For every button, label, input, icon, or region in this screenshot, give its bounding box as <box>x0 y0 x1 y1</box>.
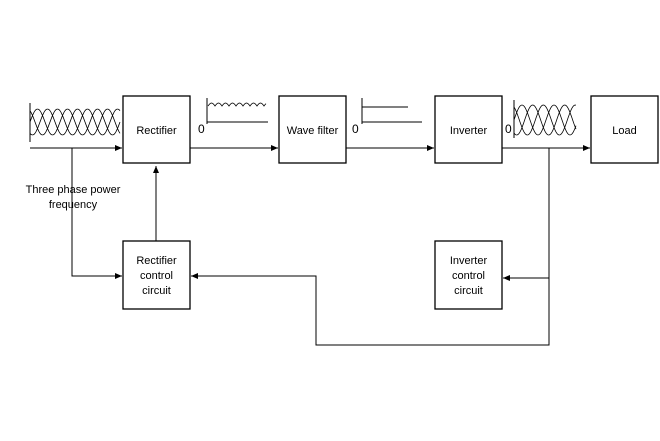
load-label: Load <box>612 125 636 137</box>
inverter-block: Inverter <box>434 95 503 164</box>
rectifier-control-block: Rectifier control circuit <box>122 240 191 310</box>
rectifier-label: Rectifier <box>136 125 177 137</box>
input-wave-phase-b <box>29 108 121 136</box>
source-label-line-1: Three phase power <box>26 184 121 196</box>
wave-filter-block: Wave filter <box>278 95 347 164</box>
output-wave-phase-b <box>513 104 577 136</box>
inverter-control-label-line-1: Inverter <box>450 255 488 267</box>
output-feedback-to-rectifier-control-arrow <box>191 148 550 346</box>
three-phase-input-waveform <box>29 103 121 142</box>
rectified-ripple-line <box>207 102 267 107</box>
output-wave-phase-c <box>513 104 577 136</box>
inverter-label: Inverter <box>450 125 488 137</box>
rectifier-control-label-line-2: control <box>140 270 173 282</box>
source-label-line-2: frequency <box>49 199 98 211</box>
inverter-control-label-line-2: control <box>452 270 485 282</box>
output-wave-phase-a <box>513 104 577 136</box>
inverter-control-block: Inverter control circuit <box>434 240 503 310</box>
rectifier-block: Rectifier <box>122 95 191 164</box>
source-label: Three phase power frequency <box>26 184 121 211</box>
rectified-zero-label: 0 <box>198 122 205 136</box>
input-to-rectifier-control-arrow <box>71 148 122 279</box>
input-wave-phase-a <box>29 108 121 136</box>
rectifier-control-label-line-3: circuit <box>142 285 171 297</box>
inverter-output-waveform: 0 <box>505 100 577 138</box>
rectifier-control-label-line-1: Rectifier <box>136 255 177 267</box>
inverter-control-label-line-3: circuit <box>454 285 483 297</box>
output-zero-label: 0 <box>505 122 512 136</box>
filtered-zero-label: 0 <box>352 122 359 136</box>
wave-filter-label: Wave filter <box>287 125 339 137</box>
load-block: Load <box>590 95 659 164</box>
input-wave-phase-c <box>29 108 121 136</box>
rectified-waveform: 0 <box>198 98 268 136</box>
filtered-waveform: 0 <box>352 98 422 136</box>
